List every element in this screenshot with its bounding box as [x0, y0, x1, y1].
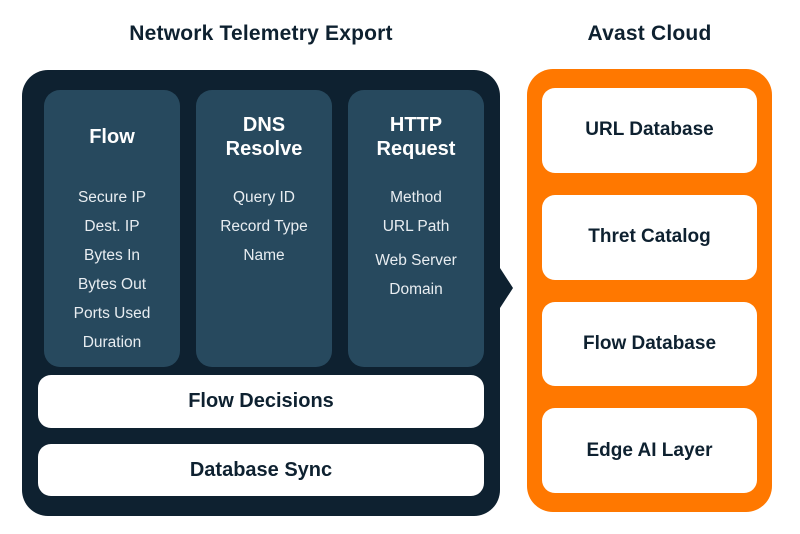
flow-database-box: Flow Database — [542, 301, 757, 387]
threat-catalog-box: Thret Catalog — [542, 194, 757, 280]
flow-decisions-bar: Flow Decisions — [38, 375, 484, 428]
list-item: URL Path — [382, 218, 450, 235]
telemetry-columns: Flow Secure IP Dest. IP Bytes In Bytes O… — [44, 90, 484, 367]
list-item: Method — [390, 189, 442, 206]
column-http-request-title: HTTP Request — [376, 113, 456, 160]
list-item: Ports Used — [73, 305, 151, 322]
column-flow-title: Flow — [89, 125, 135, 148]
right-arrow-icon — [500, 268, 513, 308]
list-item: Duration — [82, 334, 142, 351]
column-flow-items: Secure IP Dest. IP Bytes In Bytes Out Po… — [44, 183, 180, 357]
list-item: Record Type — [220, 218, 308, 235]
column-dns-resolve-title: DNS Resolve — [225, 113, 303, 160]
cloud-panel-title: Avast Cloud — [587, 22, 712, 45]
column-http-request-items: Method URL Path Web Server Domain — [348, 183, 484, 304]
column-dns-resolve-items: Query ID Record Type Name — [196, 183, 332, 270]
database-sync-bar: Database Sync — [38, 444, 484, 496]
list-item: Dest. IP — [84, 218, 140, 235]
edge-ai-layer-box: Edge AI Layer — [542, 408, 757, 493]
url-database-box: URL Database — [542, 88, 757, 173]
list-item: Secure IP — [77, 189, 147, 206]
column-http-request: HTTP Request Method URL Path Web Server … — [348, 90, 484, 367]
cloud-panel: URL Database Thret Catalog Flow Database… — [527, 69, 772, 512]
list-item: Web Server Domain — [375, 252, 457, 298]
list-item: Bytes Out — [77, 276, 147, 293]
column-dns-resolve: DNS Resolve Query ID Record Type Name — [196, 90, 332, 367]
column-flow: Flow Secure IP Dest. IP Bytes In Bytes O… — [44, 90, 180, 367]
telemetry-panel: Flow Secure IP Dest. IP Bytes In Bytes O… — [22, 70, 513, 516]
telemetry-panel-title: Network Telemetry Export — [129, 22, 393, 45]
list-item: Name — [243, 247, 285, 264]
list-item: Query ID — [232, 189, 295, 206]
list-item: Bytes In — [84, 247, 140, 264]
